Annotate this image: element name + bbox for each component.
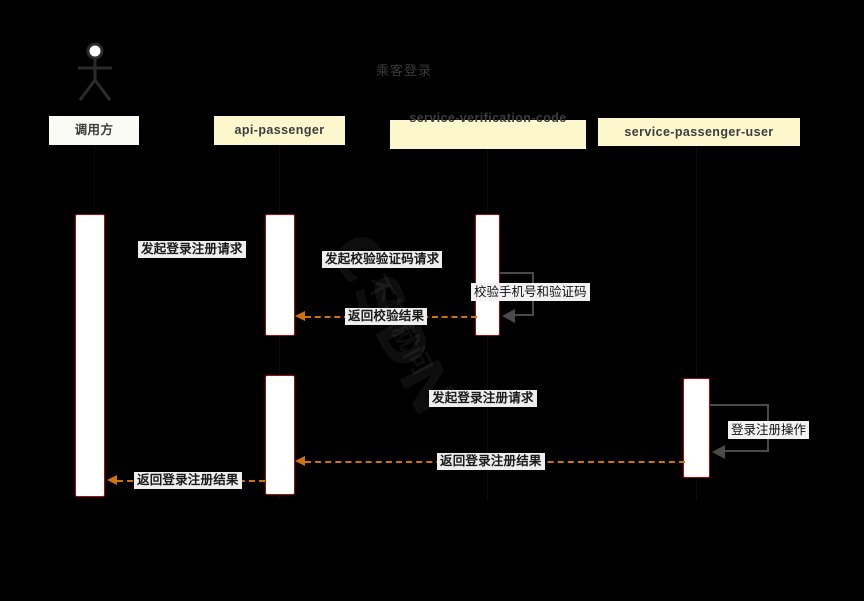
participant-label-api-passenger: api-passenger <box>234 123 325 137</box>
activation-bar-service-verification-code <box>475 214 500 336</box>
activation-bar-api-passenger-2 <box>265 375 295 495</box>
participant-label-caller: 调用方 <box>74 123 114 137</box>
message-label-8: 返回登录注册结果 <box>134 472 242 489</box>
message-label-1: 发起登录注册请求 <box>138 241 246 258</box>
self-message-label-user: 登录注册操作 <box>728 421 810 439</box>
message-arrowhead-8 <box>107 475 117 485</box>
message-label-7: 返回登录注册结果 <box>437 453 545 470</box>
message-arrowhead-4 <box>295 311 305 321</box>
actor-stick-figure-icon <box>74 42 116 104</box>
message-arrowhead-7 <box>295 456 305 466</box>
participant-box-api-passenger[interactable]: api-passenger <box>214 116 345 145</box>
lifeline-service-passenger-user <box>696 144 697 500</box>
diagram-title: 乘客登录 <box>376 63 433 78</box>
self-message-label-verify: 校验手机号和验证码 <box>471 283 590 301</box>
activation-bar-api-passenger-1 <box>265 214 295 336</box>
message-label-4: 返回校验结果 <box>345 308 428 325</box>
participant-box-service-verification-code[interactable]: service-verification-code <box>390 111 586 149</box>
activation-bar-service-passenger-user <box>683 378 710 478</box>
participant-box-caller[interactable]: 调用方 <box>49 116 139 145</box>
message-label-2: 发起校验验证码请求 <box>322 251 443 268</box>
participant-label-service-verification-code: service-verification-code <box>409 111 567 125</box>
message-label-5: 发起登录注册请求 <box>429 390 537 407</box>
activation-bar-caller <box>75 214 105 497</box>
participant-box-service-passenger-user[interactable]: service-passenger-user <box>598 118 800 146</box>
participant-label-service-passenger-user: service-passenger-user <box>624 124 774 139</box>
